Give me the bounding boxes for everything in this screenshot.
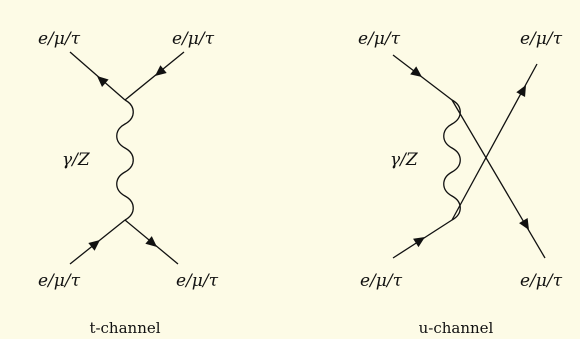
u-top-left-arrow: [410, 66, 422, 77]
t-bottom-right-arrow: [145, 236, 157, 247]
t-boson-propagator: [116, 99, 134, 221]
t-top-right-label: e/μ/τ: [172, 29, 215, 49]
u-bottom-left-label: e/μ/τ: [360, 271, 403, 291]
t-top-left-label: e/μ/τ: [38, 29, 81, 49]
u-top-right-label: e/μ/τ: [520, 29, 563, 49]
u-channel-diagram: e/μ/τ e/μ/τ γ/Z e/μ/τ e/μ/τ u-channel: [358, 29, 563, 337]
t-top-right-fermion-line: [124, 51, 185, 101]
u-cross-down-fermion-line: [451, 99, 546, 259]
t-channel-caption: t-channel: [89, 319, 160, 337]
t-bottom-left-label: e/μ/τ: [38, 271, 81, 291]
t-bottom-left-arrow: [88, 240, 100, 251]
u-top-right-arrow: [516, 85, 526, 98]
u-bottom-right-label: e/μ/τ: [520, 271, 563, 291]
u-boson-propagator: [443, 99, 461, 221]
u-top-left-label: e/μ/τ: [358, 29, 401, 49]
u-bottom-right-arrow: [519, 217, 529, 230]
u-bottom-left-arrow: [413, 237, 425, 248]
t-boson-label: γ/Z: [62, 150, 91, 170]
u-boson-label: γ/Z: [390, 150, 419, 170]
t-top-left-arrow: [97, 76, 109, 87]
t-top-left-fermion-line: [69, 51, 126, 101]
u-top-left-fermion-line: [392, 54, 453, 101]
t-channel-diagram: e/μ/τ e/μ/τ γ/Z e/μ/τ e/μ/τ t-channel: [38, 29, 219, 337]
t-top-right-arrow: [155, 65, 167, 76]
t-bottom-right-label: e/μ/τ: [176, 271, 219, 291]
u-channel-caption: u-channel: [419, 319, 494, 337]
